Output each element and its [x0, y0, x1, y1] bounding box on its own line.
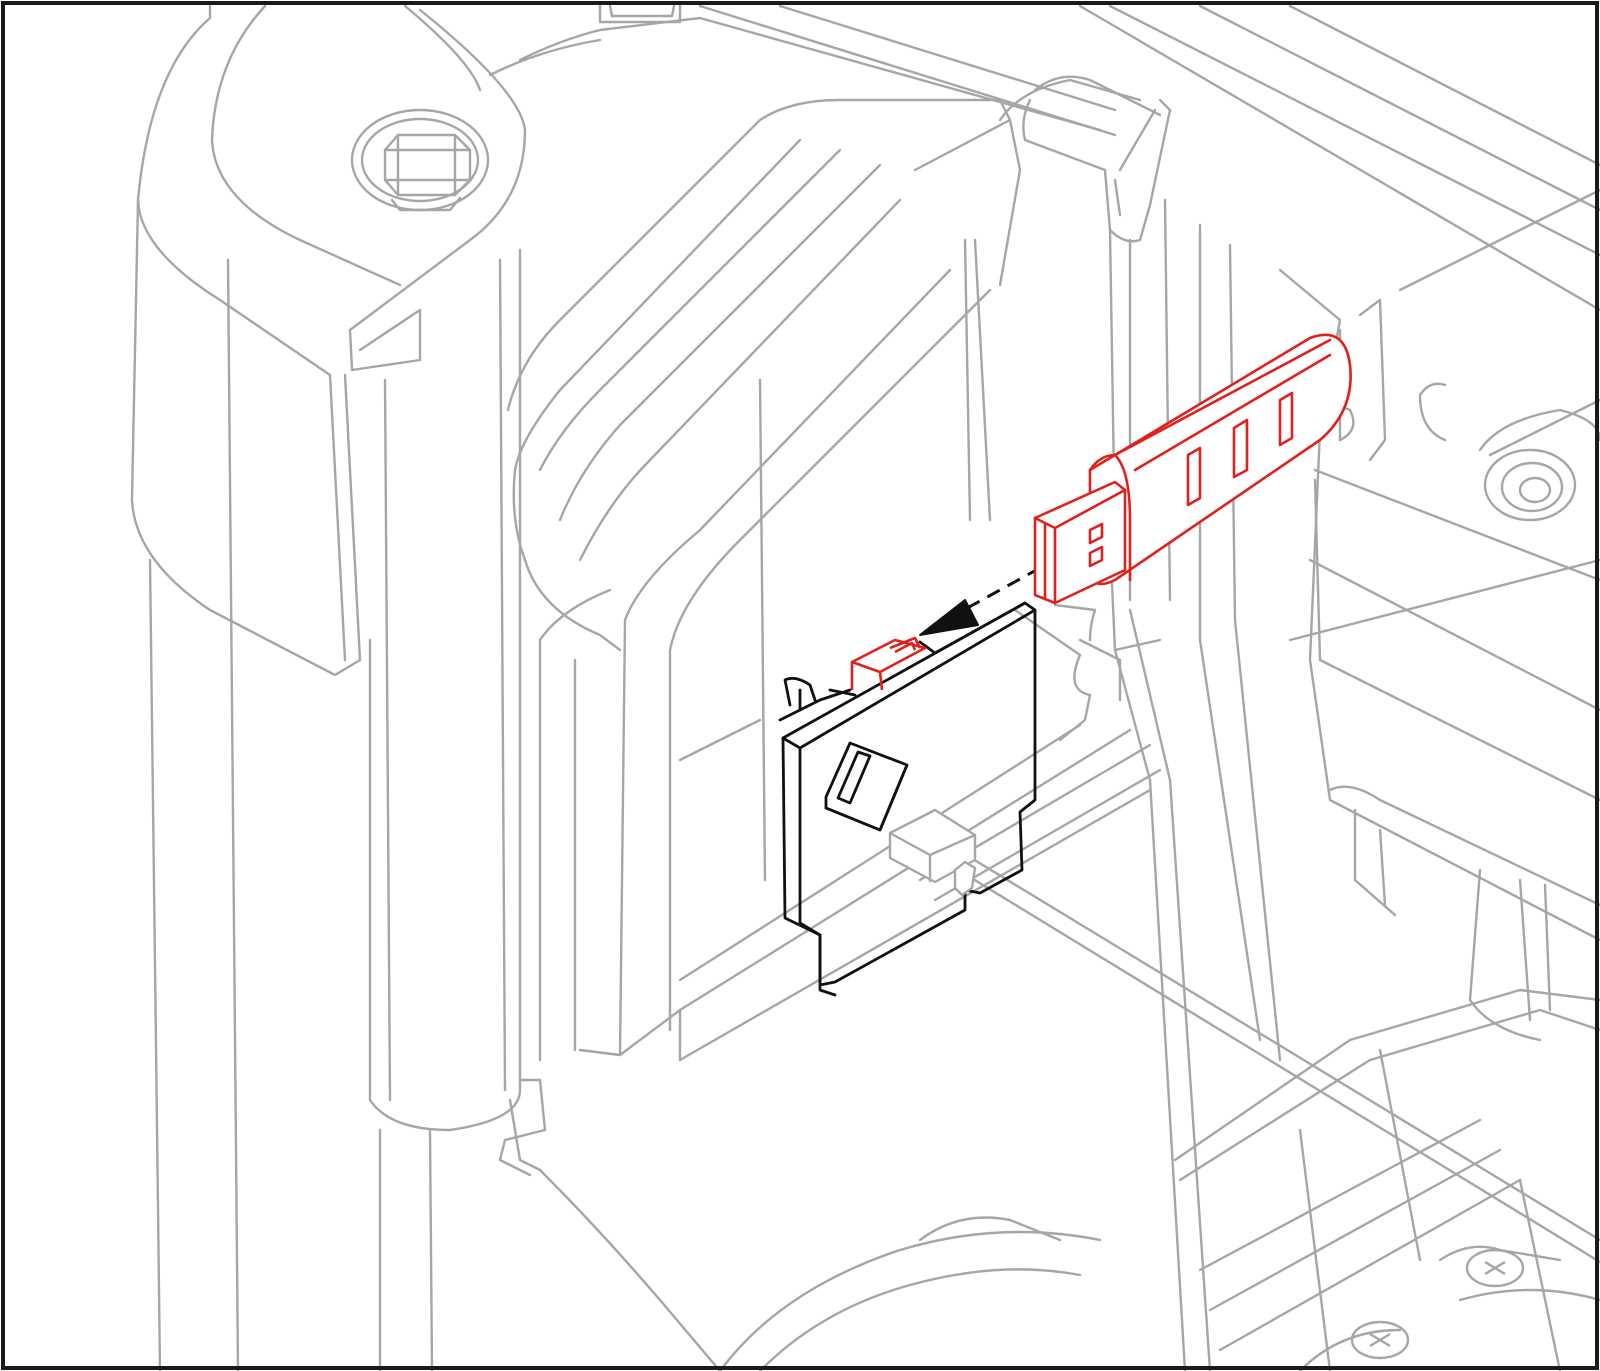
usb-flash-drive [1033, 333, 1352, 605]
phillips-screws [1350, 1248, 1525, 1360]
screw-icon [1350, 1320, 1410, 1360]
enclosure-housing [130, 4, 1600, 1371]
insert-direction-arrow [919, 566, 1041, 636]
hex-bolt [350, 108, 490, 212]
circuit-board [778, 601, 1037, 997]
usb-port [850, 636, 927, 691]
cable-connector [888, 808, 977, 897]
screw-icon [1465, 1248, 1525, 1288]
